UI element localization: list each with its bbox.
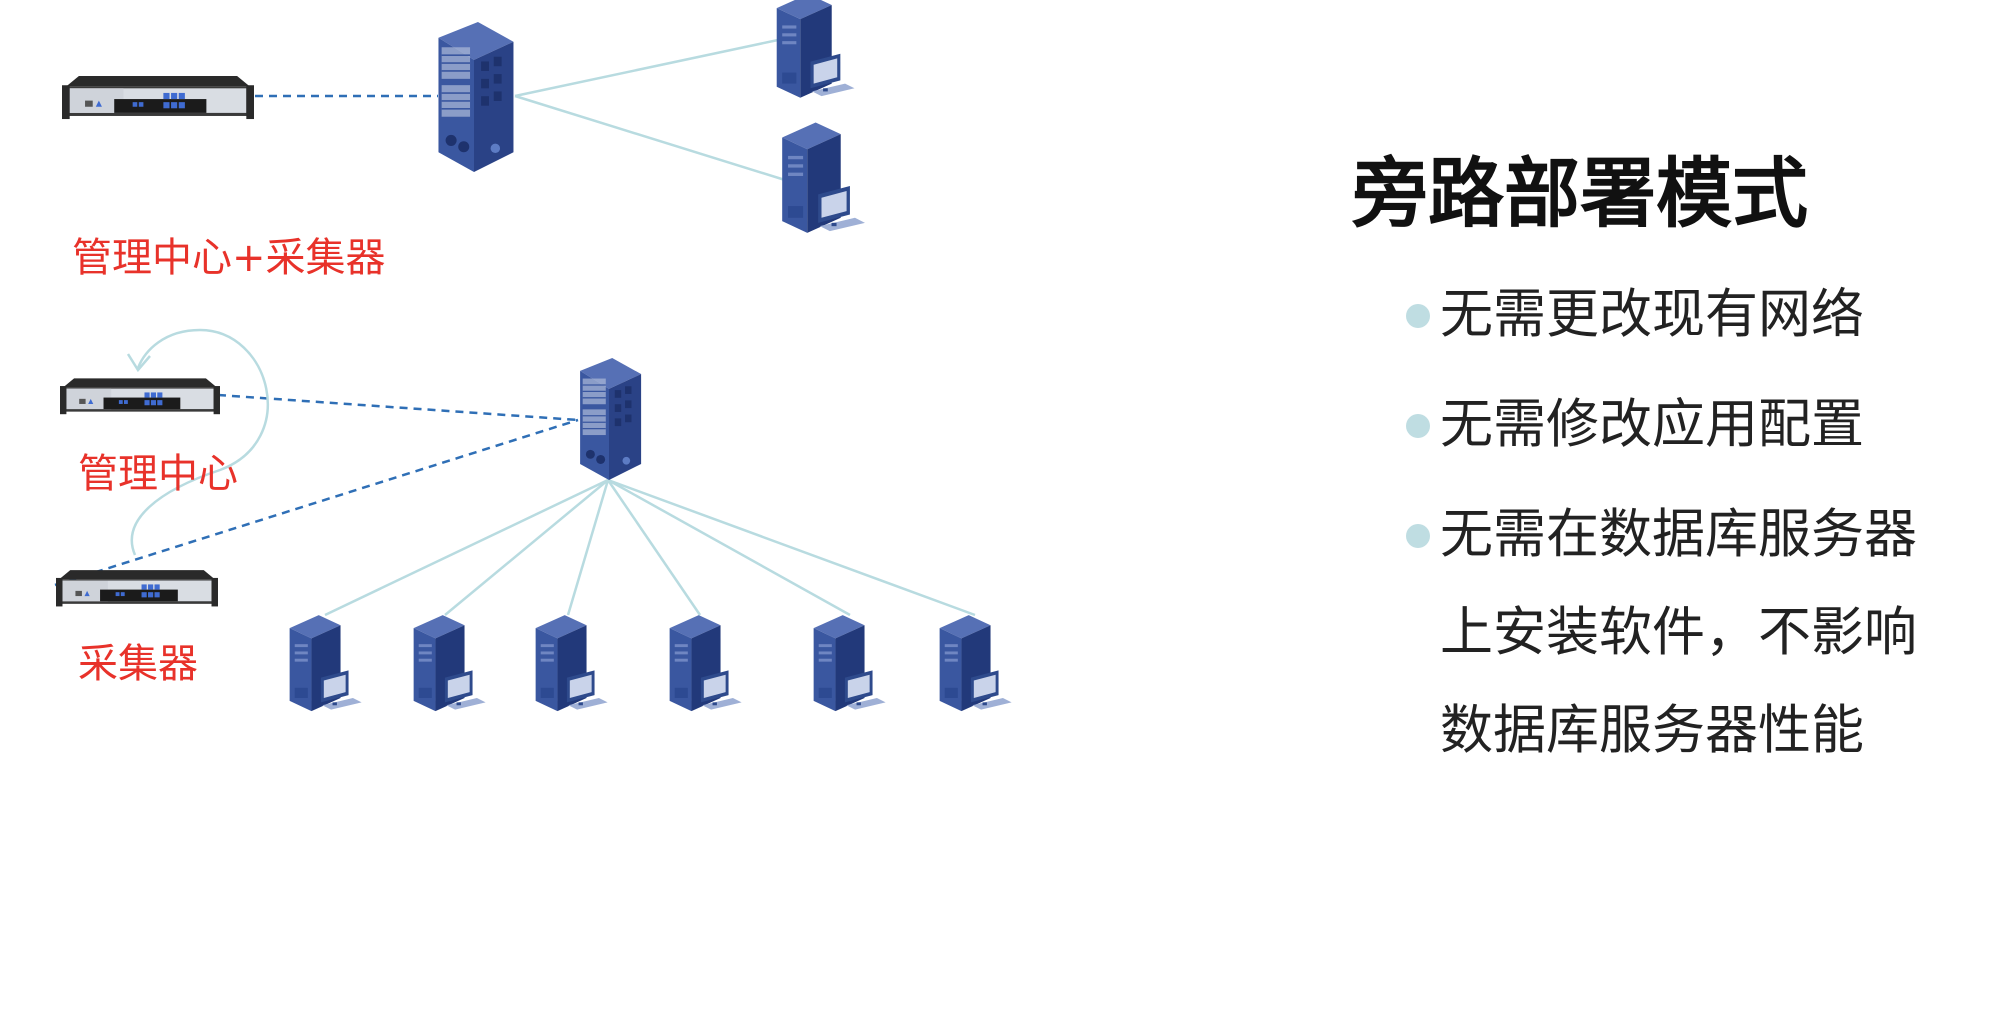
core-switch-bottom: [579, 358, 642, 480]
bullet-item-3-line-3: 数据库服务器性能: [1440, 700, 1864, 761]
appliance-mgmt-center: [60, 378, 220, 415]
bullet-dot-icon: [1406, 414, 1430, 438]
solid-link-bottom-4: [606, 479, 702, 616]
server-bottom-6: [939, 615, 1012, 712]
solid-link-top-1: [514, 38, 779, 98]
arrow-head-icon: [126, 353, 151, 373]
solid-link-bottom-6: [607, 478, 976, 617]
server-top-2: [782, 122, 865, 233]
bullet-dot-icon: [1406, 524, 1430, 548]
server-bottom-1: [289, 615, 362, 712]
dashed-link-mgmt: [217, 393, 579, 422]
page-title: 旁路部署模式: [1352, 149, 1808, 238]
appliance-collector: [56, 570, 218, 607]
dashed-link-collector: [54, 418, 579, 587]
bullet-item-3-line-2: 上安装软件，不影响: [1440, 602, 1917, 663]
core-switch-top: [437, 22, 515, 172]
solid-link-top-2: [514, 94, 786, 182]
curved-arrow-collector-to-mgmt: [130, 328, 270, 556]
bullet-item-2: 无需修改应用配置: [1440, 394, 1864, 455]
bullet-dot-icon: [1406, 304, 1430, 328]
bullet-item-1: 无需更改现有网络: [1440, 284, 1864, 345]
label-mgmt-collector: 管理中心+采集器: [72, 235, 386, 281]
solid-link-bottom-2: [444, 479, 609, 616]
server-bottom-5: [813, 615, 886, 712]
server-top-1: [776, 0, 855, 98]
solid-link-bottom-1: [324, 478, 609, 617]
appliance-mgmt-collector: [62, 76, 254, 120]
bullet-item-3-line-1: 无需在数据库服务器: [1440, 504, 1917, 565]
solid-link-bottom-5: [607, 478, 851, 617]
server-bottom-3: [535, 615, 608, 712]
label-collector: 采集器: [78, 641, 198, 687]
server-bottom-2: [413, 615, 486, 712]
solid-link-bottom-3: [566, 479, 610, 616]
server-bottom-4: [669, 615, 742, 712]
label-mgmt-center: 管理中心: [78, 451, 238, 497]
